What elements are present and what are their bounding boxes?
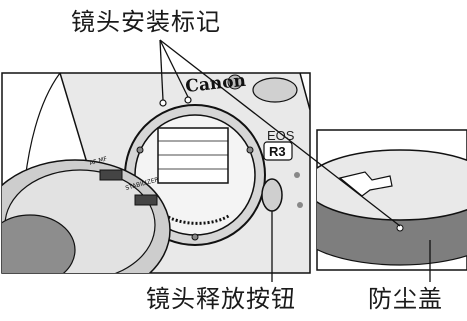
mode-dial <box>252 77 298 103</box>
shutter-curtain <box>157 127 229 184</box>
mount-index-dot <box>159 99 167 107</box>
lens-release-button-label: 镜头释放按钮 <box>146 285 296 313</box>
cap-index-dot <box>396 224 404 232</box>
af-mf-label: AF MF <box>89 155 109 167</box>
leader-lines <box>159 39 431 282</box>
lens-release-button <box>261 178 283 212</box>
electronic-contacts <box>164 213 231 225</box>
stabilizer-switch <box>134 194 158 206</box>
leader-line-mount-2 <box>159 39 189 98</box>
mount-index-dot <box>184 96 192 104</box>
camera-panel: Canon EOS R3 AF MF STABILIZER <box>1 71 311 274</box>
model-badge: R3 <box>269 144 286 159</box>
leader-line-mount-3 <box>159 39 401 227</box>
af-mf-switch <box>99 169 123 181</box>
dust-cap-label: 防尘盖 <box>368 285 443 313</box>
brand-logo: Canon <box>184 71 246 97</box>
dust-cap-panel <box>316 129 467 271</box>
lens-mount-index-label: 镜头安装标记 <box>71 8 221 36</box>
leader-line-mount-1 <box>159 39 164 101</box>
